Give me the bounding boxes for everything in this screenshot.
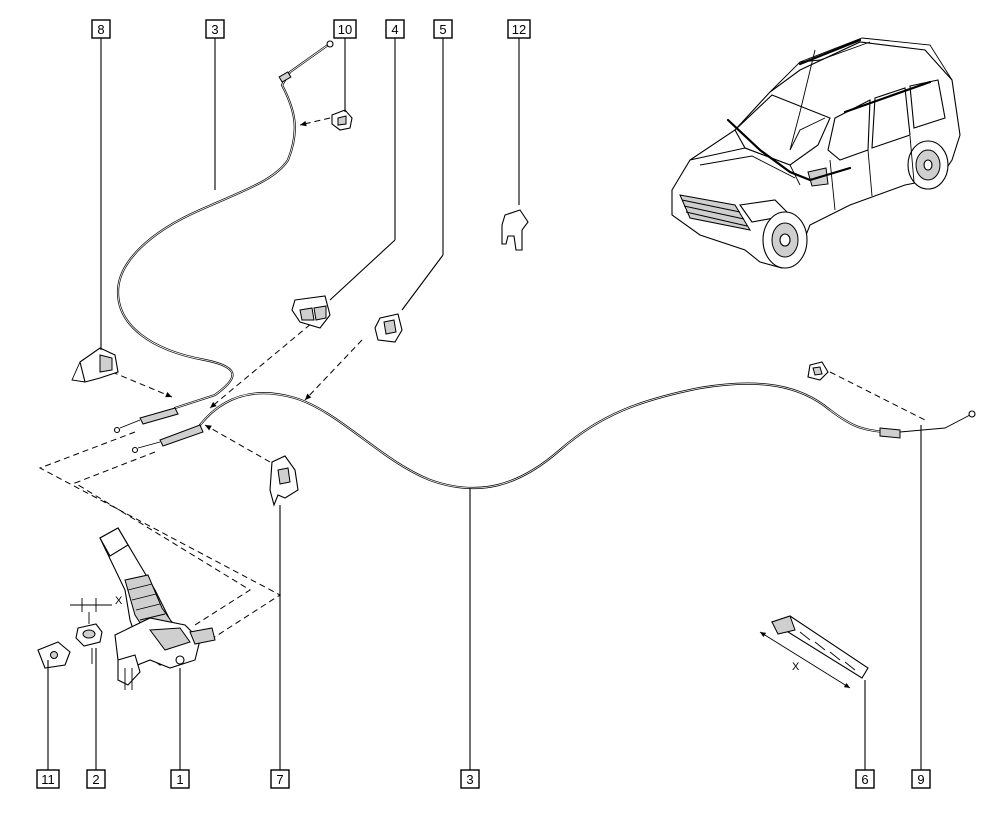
callout-5: 5 xyxy=(433,19,453,39)
parking-brake-lever-part-1 xyxy=(99,527,216,690)
bracket-part-12 xyxy=(501,209,529,251)
clip-part-5 xyxy=(374,313,403,343)
callout-3-bottom: 3 xyxy=(460,769,480,789)
cable-rear-3 xyxy=(131,382,976,490)
callout-10: 10 xyxy=(333,19,357,39)
svg-text:9: 9 xyxy=(917,772,924,787)
callout-7: 7 xyxy=(270,769,290,789)
svg-text:1: 1 xyxy=(176,772,183,787)
clip-part-11 xyxy=(37,641,71,669)
svg-text:10: 10 xyxy=(338,22,352,37)
vehicle-illustration xyxy=(671,37,961,269)
svg-text:6: 6 xyxy=(861,772,868,787)
assembly-dashed-lines xyxy=(38,117,926,641)
svg-text:7: 7 xyxy=(276,772,283,787)
callout-11: 11 xyxy=(36,769,60,789)
dimension-label-nut: X xyxy=(115,595,123,607)
callout-6: 6 xyxy=(855,769,875,789)
svg-text:5: 5 xyxy=(439,22,446,37)
svg-text:2: 2 xyxy=(92,772,99,787)
svg-text:12: 12 xyxy=(512,22,526,37)
callout-8: 8 xyxy=(91,19,111,39)
callout-1: 1 xyxy=(170,769,190,789)
callout-3-top: 3 xyxy=(205,19,225,39)
callout-9: 9 xyxy=(911,769,931,789)
callout-4: 4 xyxy=(385,19,405,39)
bracket-part-4 xyxy=(291,295,331,329)
clip-part-8 xyxy=(71,347,119,383)
callout-12: 12 xyxy=(507,19,531,39)
callout-2: 2 xyxy=(86,769,106,789)
cable-tie-part-6 xyxy=(759,615,869,689)
clip-part-10 xyxy=(331,109,353,131)
clip-part-9 xyxy=(807,361,829,381)
leader-lines xyxy=(47,38,922,770)
bracket-part-7 xyxy=(269,455,299,507)
nut-part-2 xyxy=(70,598,112,664)
svg-text:4: 4 xyxy=(391,22,398,37)
svg-text:3: 3 xyxy=(211,22,218,37)
svg-text:11: 11 xyxy=(41,772,55,787)
svg-text:8: 8 xyxy=(97,22,104,37)
cable-front-3 xyxy=(113,40,334,434)
dimension-label-tie: X xyxy=(792,661,800,673)
svg-text:3: 3 xyxy=(466,772,473,787)
